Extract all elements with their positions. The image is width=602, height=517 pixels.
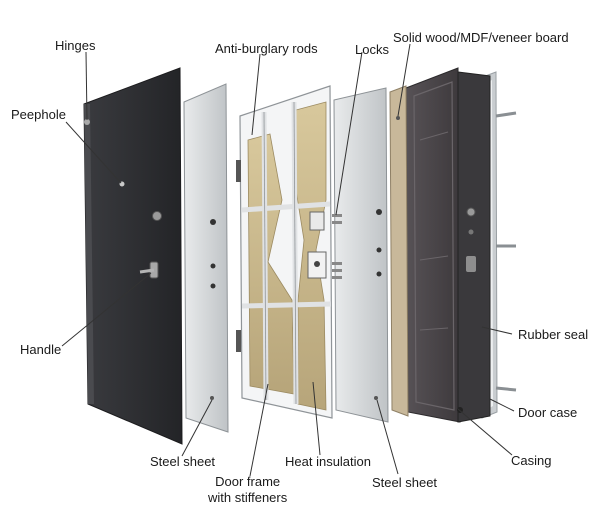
door-handle-icon (139, 261, 159, 279)
wood-board (389, 85, 409, 417)
outer-door-leaf (83, 67, 183, 445)
door-frame-with-stiffeners (236, 85, 342, 419)
front-steel-sheet (183, 83, 229, 433)
label-steel-sheet-front: Steel sheet (150, 454, 216, 469)
label-door-frame: Door frame with stiffeners (208, 474, 287, 506)
leader-lines (61, 43, 515, 477)
label-steel-sheet-back: Steel sheet (372, 475, 438, 490)
lock-bolts (332, 214, 342, 279)
label-anti-burglary-rods: Anti-burglary rods (215, 41, 318, 56)
label-door-frame-line2: with stiffeners (208, 490, 288, 505)
label-heat-insulation: Heat insulation (285, 454, 371, 469)
heat-insulation-left (247, 133, 295, 395)
label-solid-wood-board: Solid wood/MDF/veneer board (393, 30, 569, 45)
label-casing: Casing (511, 453, 552, 468)
casing-panel (405, 67, 461, 423)
label-handle: Handle (20, 342, 62, 357)
label-peephole: Peephole (11, 107, 66, 122)
label-locks: Locks (355, 42, 389, 57)
label-door-case: Door case (518, 405, 578, 420)
label-rubber-seal: Rubber seal (518, 327, 589, 342)
back-steel-sheet (333, 87, 389, 423)
inner-door-leaf (457, 71, 491, 423)
label-door-frame-line1: Door frame (215, 474, 281, 489)
keyhole-icon (152, 211, 162, 221)
hinge-icon (84, 119, 90, 125)
label-hinges: Hinges (55, 38, 96, 53)
